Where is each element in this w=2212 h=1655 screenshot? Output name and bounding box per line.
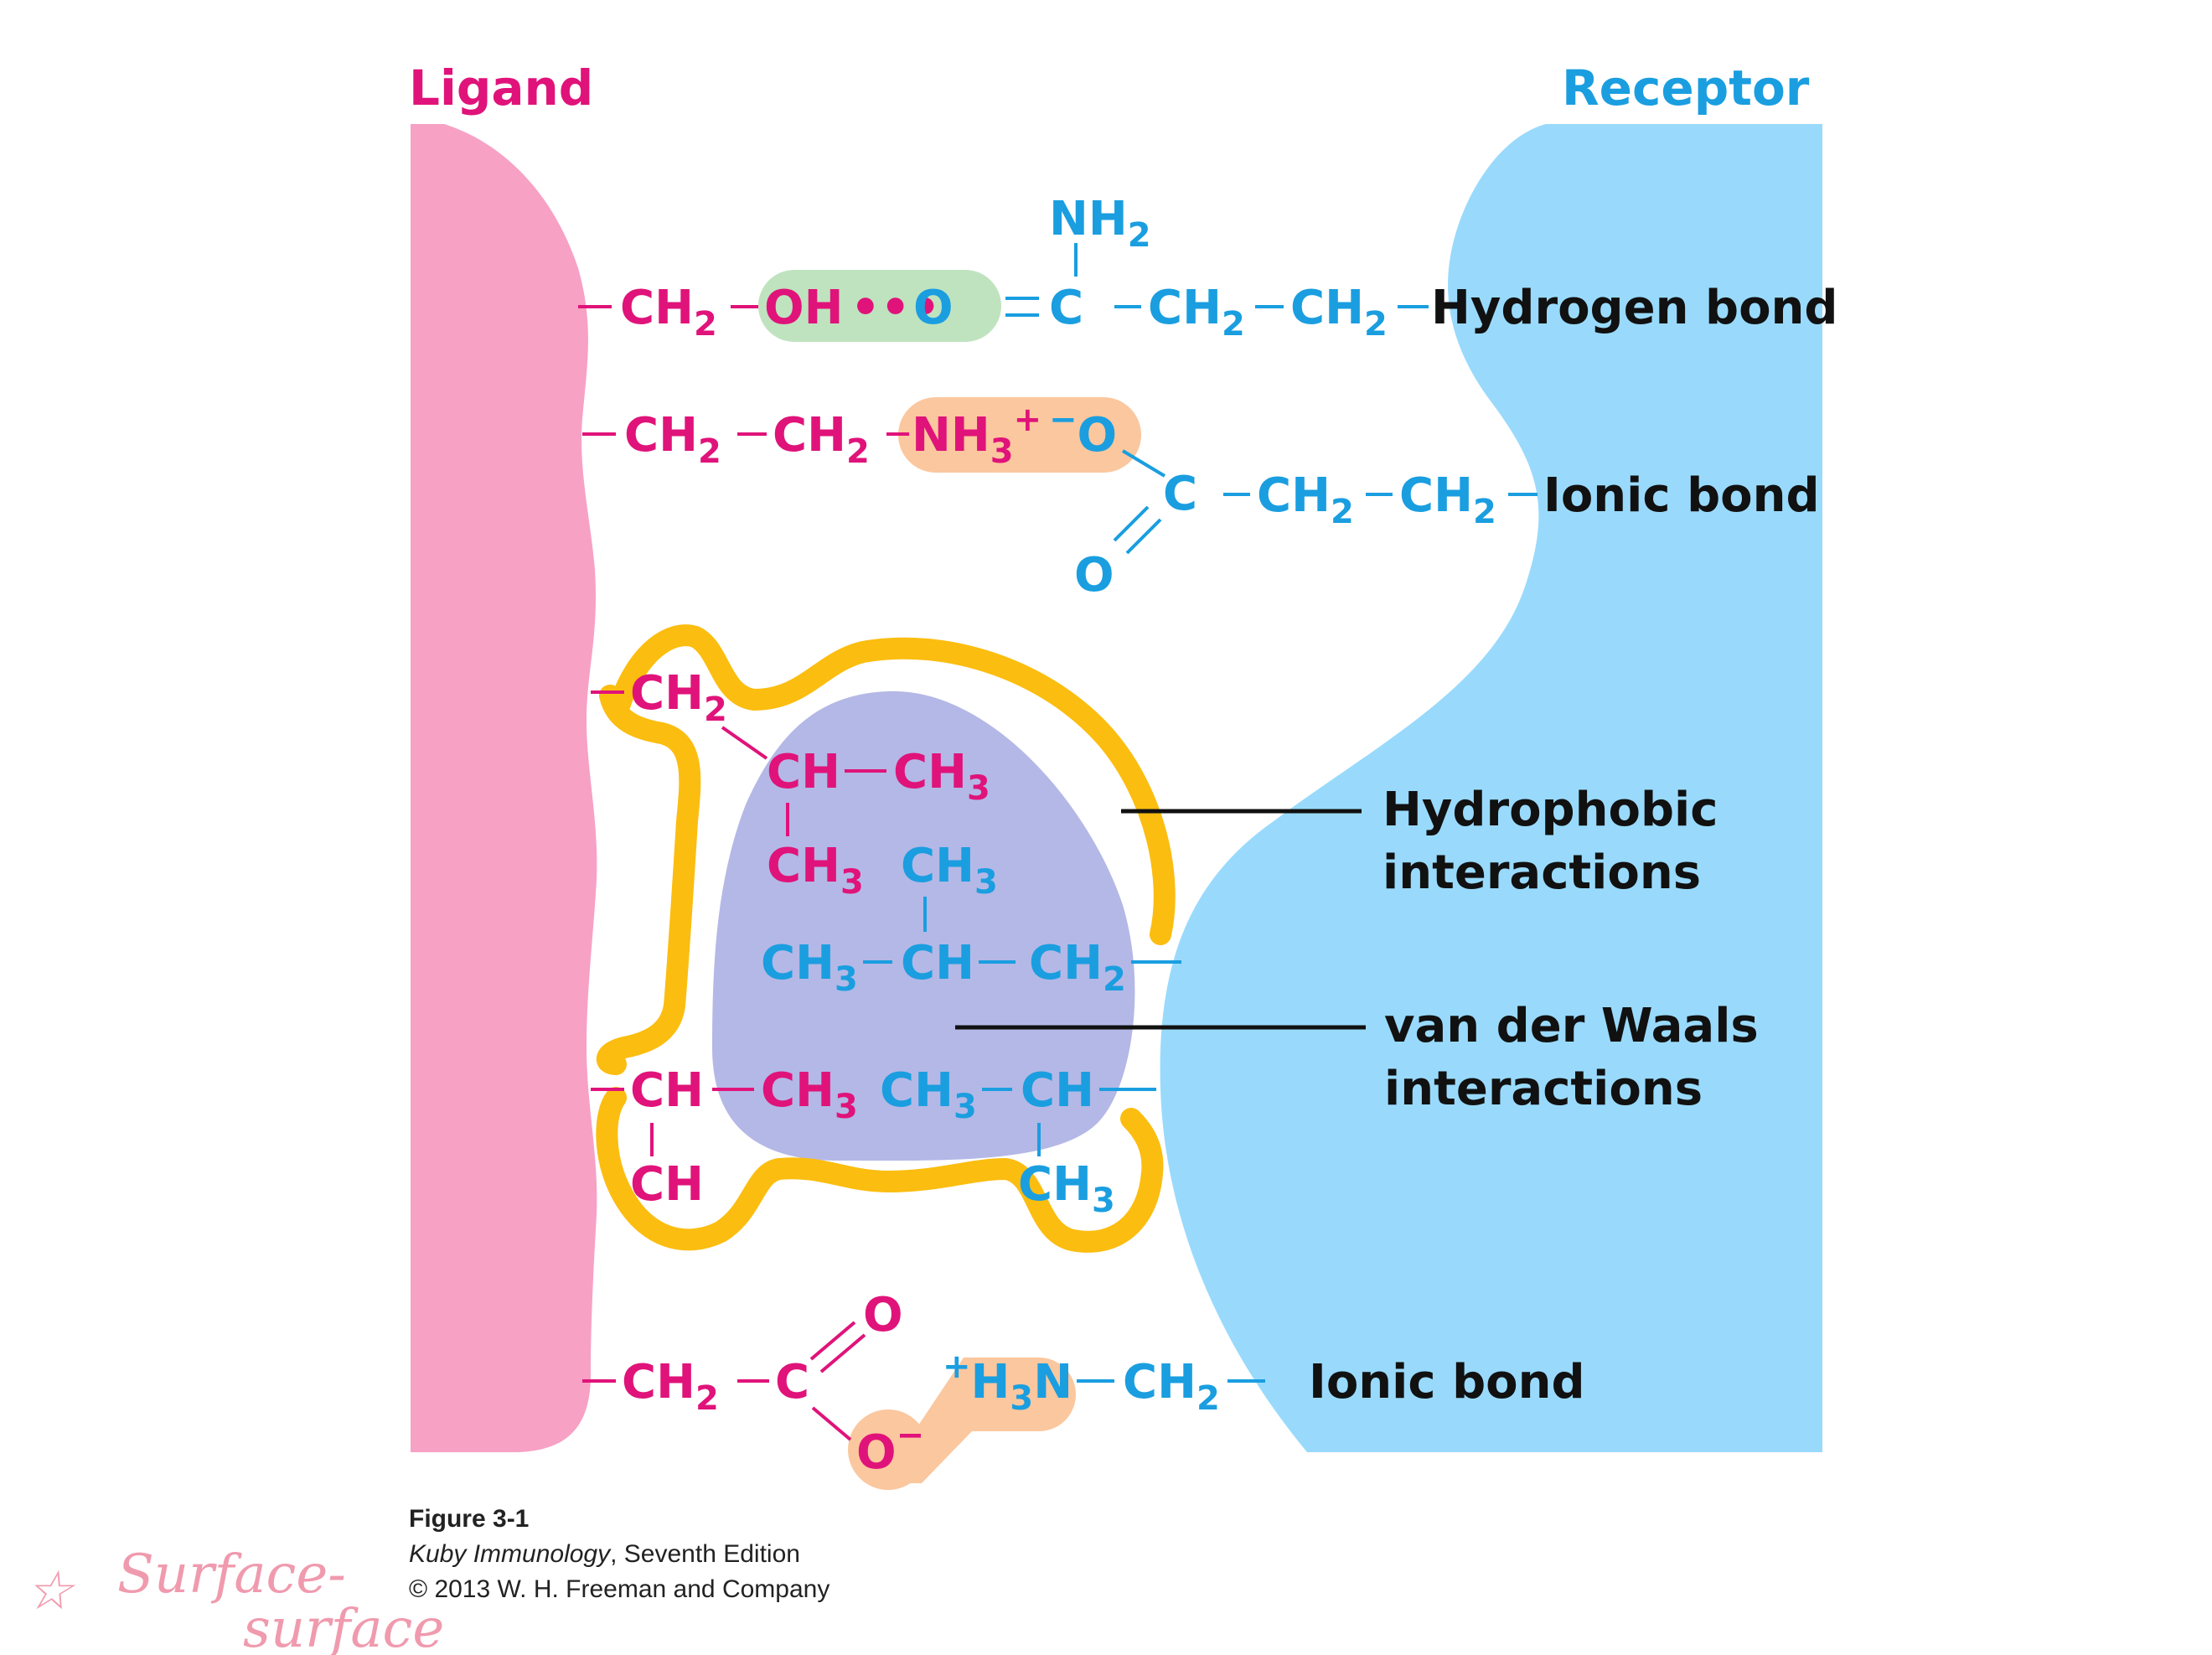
atom-c: C — [775, 1355, 809, 1409]
double-bond — [1113, 505, 1150, 542]
atom-ch: CH — [630, 1063, 704, 1118]
double-bond — [819, 1333, 866, 1373]
atom-ch: CH — [630, 1157, 704, 1212]
atom-ch: CH — [767, 745, 840, 799]
ligand-surface — [411, 124, 597, 1452]
atom-nh3-plus: NH3+ — [912, 401, 1041, 471]
hydrophobic-label-line2: interactions — [1382, 846, 1701, 900]
atom-c: C — [1163, 467, 1197, 521]
double-bond — [809, 1321, 856, 1361]
atom-ch2: CH2 — [1029, 936, 1126, 999]
atom-ch3: CH3 — [893, 745, 990, 808]
atom-ch2: CH2 — [773, 408, 870, 471]
atom-o-minus: O− — [856, 1416, 924, 1480]
ionic-bond-highlight-top — [898, 397, 1141, 473]
atom-oh: OH — [764, 281, 843, 335]
figure-number: Figure 3-1 — [409, 1505, 529, 1533]
atom-o: O — [913, 281, 954, 335]
atom-h3n-plus: +H3N — [943, 1347, 1072, 1418]
hydrophobic-ring-left — [596, 685, 701, 1075]
hydrogen-bond-label: Hydrogen bond — [1431, 281, 1838, 335]
receptor-header: Receptor — [1562, 59, 1810, 116]
ionic-bond-top-label: Ionic bond — [1543, 468, 1820, 523]
atom-ch3: CH3 — [880, 1063, 977, 1126]
ionic-bond-top-row: CH2 CH2 NH3+ −O C O CH2 CH2 Ionic bond — [582, 401, 1820, 603]
hydrogen-bond-highlight — [758, 270, 1001, 342]
vdw-label-line1: van der Waals — [1384, 999, 1759, 1053]
atom-o-minus: −O — [1049, 401, 1117, 463]
atom-ch3: CH3 — [761, 936, 858, 999]
atom-ch3: CH3 — [767, 839, 864, 902]
atom-ch2: CH2 — [1290, 281, 1388, 344]
double-bond — [1125, 518, 1162, 555]
ionic-bond-bottom-row: CH2 C O O− +H3N CH2 Ionic bond — [582, 1288, 1585, 1480]
atom-ch: CH — [1021, 1063, 1094, 1118]
bond-line — [1121, 449, 1166, 478]
atom-ch3: CH3 — [901, 839, 998, 902]
handwriting-line1: Surface- — [117, 1544, 346, 1606]
ionic-bond-highlight-bottom — [880, 1358, 1076, 1483]
atom-ch2: CH2 — [1399, 468, 1496, 531]
atom-ch2: CH2 — [630, 666, 727, 729]
hydrogen-bond-dots: ••• — [850, 281, 940, 335]
atom-o: O — [1074, 548, 1114, 603]
atom-ch2: CH2 — [622, 1355, 719, 1418]
hydrophobic-ring — [609, 624, 1176, 945]
ligand-header: Ligand — [409, 59, 593, 116]
book-line: Kuby Immunology, Seventh Edition — [409, 1540, 800, 1568]
vdw-label-line2: interactions — [1384, 1062, 1703, 1116]
atom-ch2: CH2 — [1123, 1355, 1220, 1418]
receptor-surface — [1160, 124, 1822, 1452]
hydrogen-bond-row: CH2 OH ••• O C NH2 CH2 CH2 Hydrogen bond — [578, 192, 1838, 344]
handwritten-note: ☆ Surface- surface — [25, 1544, 444, 1655]
figure-caption: Figure 3-1 Kuby Immunology, Seventh Edit… — [409, 1505, 830, 1603]
atom-o: O — [863, 1288, 903, 1342]
star-icon: ☆ — [25, 1560, 76, 1622]
hydrophobic-ring-bottom — [596, 1087, 1164, 1253]
hydrophobic-label-line1: Hydrophobic — [1382, 783, 1718, 837]
atom-ch3: CH3 — [1018, 1157, 1115, 1220]
ionic-bond-highlight-bottom-end — [848, 1409, 928, 1490]
handwriting-line2: surface — [243, 1598, 444, 1655]
copyright-line: © 2013 W. H. Freeman and Company — [409, 1575, 830, 1603]
atom-ch: CH — [901, 936, 974, 990]
atom-ch3: CH3 — [761, 1063, 858, 1126]
atom-ch2: CH2 — [1257, 468, 1354, 531]
atom-ch2: CH2 — [620, 281, 717, 344]
atom-c: C — [1049, 281, 1083, 335]
atom-nh2: NH2 — [1049, 192, 1151, 255]
bond-line — [721, 726, 768, 760]
bond-line — [811, 1406, 852, 1441]
atom-ch2: CH2 — [1148, 281, 1245, 344]
atom-ch2: CH2 — [624, 408, 721, 471]
hydrophobic-cluster: CH2 CH CH3 CH3 CH3 CH3 CH CH2 CH CH3 CH … — [591, 666, 1181, 1220]
ionic-bond-bottom-label: Ionic bond — [1309, 1355, 1585, 1409]
